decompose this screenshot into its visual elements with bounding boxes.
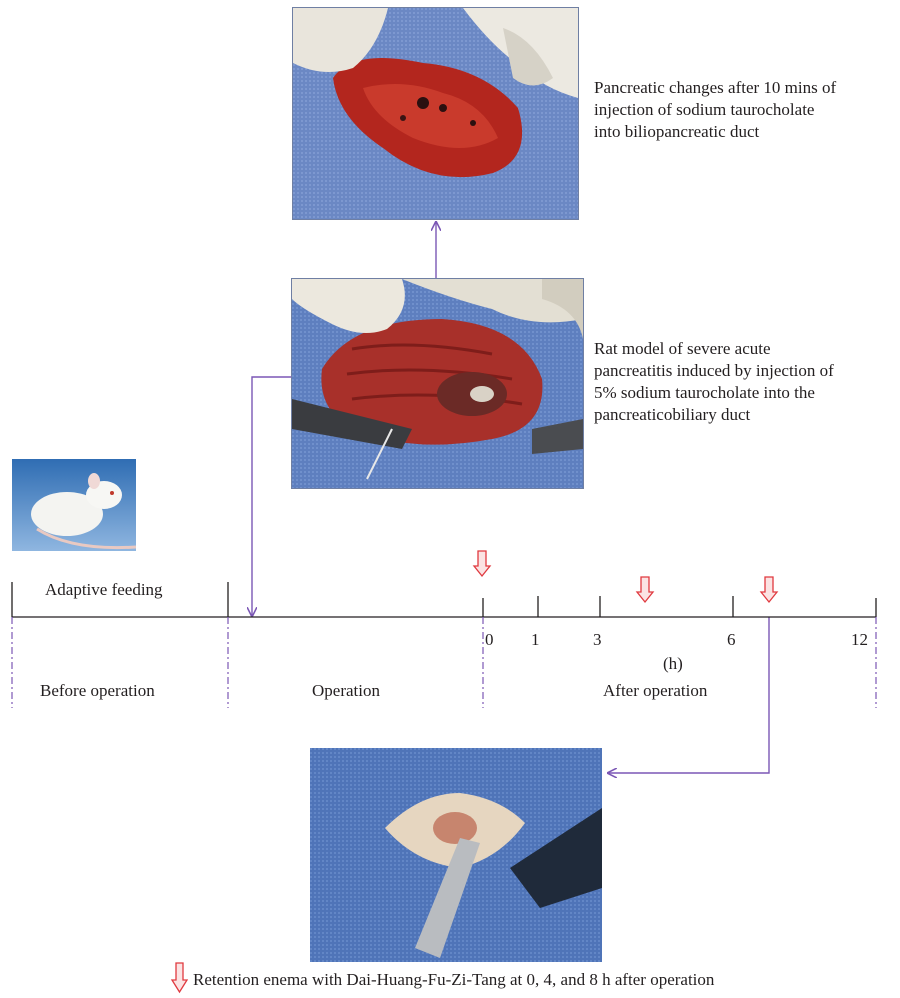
tick-label-6: 6 xyxy=(727,630,736,649)
legend-text: Retention enema with Dai-Huang-Fu-Zi-Tan… xyxy=(193,970,715,989)
phase-before-operation: Before operation xyxy=(40,681,155,700)
enema-arrows xyxy=(474,551,777,602)
legend-arrow-icon xyxy=(172,963,187,992)
phase-after-operation: After operation xyxy=(603,681,708,700)
enema-arrow-8h xyxy=(761,577,777,602)
time-unit-label: (h) xyxy=(663,654,683,673)
connector-model-to-operation xyxy=(252,377,291,616)
tick-label-3: 3 xyxy=(593,630,602,649)
phase-operation: Operation xyxy=(312,681,380,700)
adaptive-feeding-label: Adaptive feeding xyxy=(45,580,163,599)
tick-label-0: 0 xyxy=(485,630,494,649)
tick-label-12: 12 xyxy=(851,630,868,649)
enema-arrow-0h xyxy=(474,551,490,576)
enema-arrow-4h xyxy=(637,577,653,602)
tick-label-1: 1 xyxy=(531,630,540,649)
